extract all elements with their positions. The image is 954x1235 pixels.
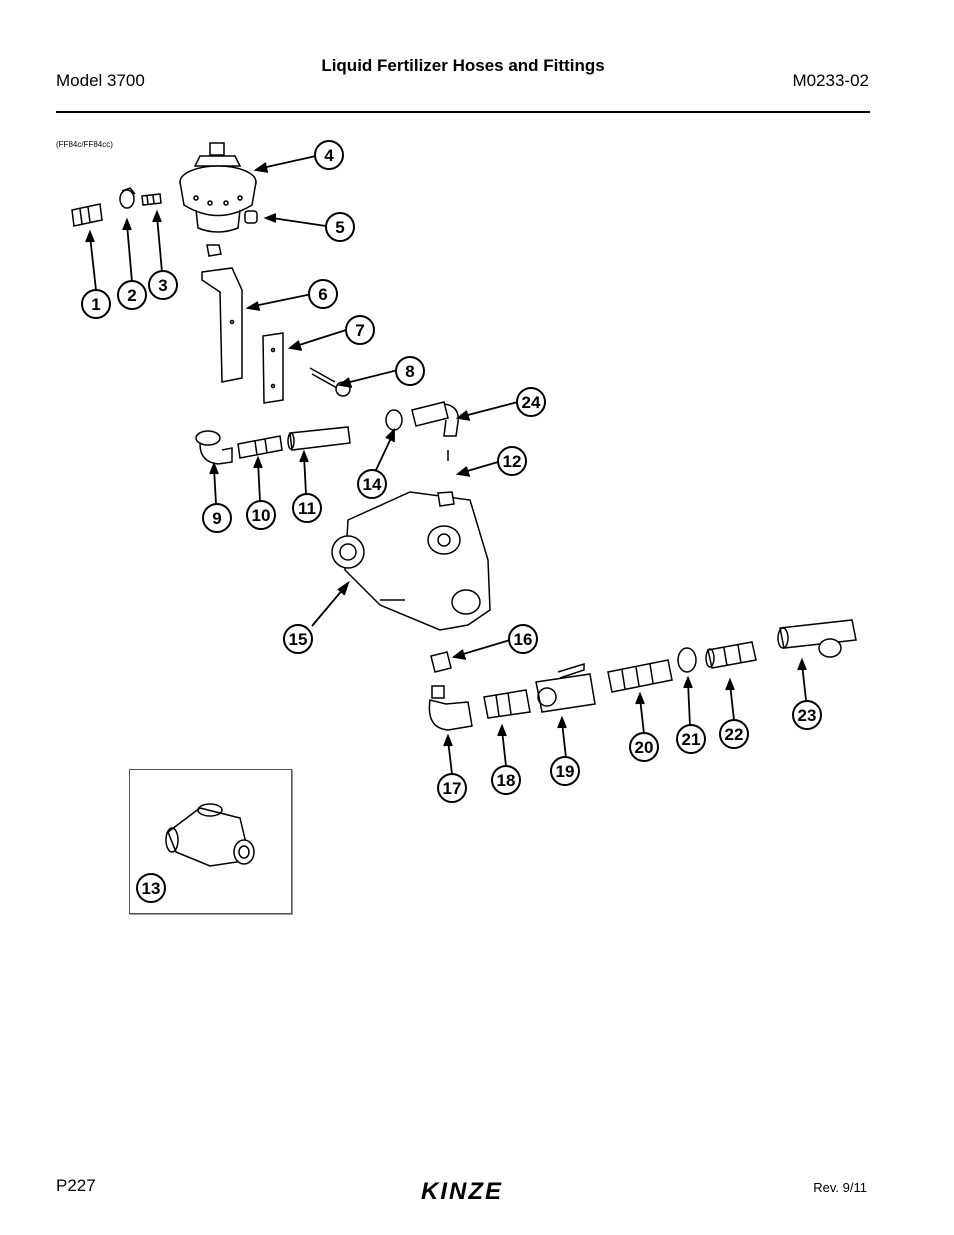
callouts: 1 2 3 4 5 6 7 8 9 10 11 12 13 14 15 16 1…	[81, 140, 822, 903]
callout-21-label: 21	[682, 730, 701, 749]
callout-20-label: 20	[635, 738, 654, 757]
callout-8-label: 8	[405, 362, 414, 381]
callout-5: 5	[325, 212, 355, 242]
part-9-elbow	[195, 430, 233, 465]
callout-9-label: 9	[212, 509, 221, 528]
callout-19-label: 19	[556, 762, 575, 781]
callout-13-label: 13	[142, 879, 161, 898]
part-5-plug	[244, 210, 258, 224]
part-17-elbow	[428, 685, 473, 731]
leader-arrows	[85, 155, 807, 775]
callout-2: 2	[117, 280, 147, 310]
callout-23-label: 23	[798, 706, 817, 725]
part-drawings	[71, 142, 857, 867]
callout-7-label: 7	[355, 321, 364, 340]
part-22-screen	[705, 641, 757, 669]
callout-18: 18	[491, 765, 521, 795]
callout-4: 4	[314, 140, 344, 170]
part-4-manifold	[179, 142, 257, 233]
part-18-coupling	[483, 689, 531, 719]
callout-12-label: 12	[503, 452, 522, 471]
part-7-strap	[262, 332, 284, 404]
callout-14-label: 14	[363, 475, 382, 494]
callout-8: 8	[395, 356, 425, 386]
callout-6-label: 6	[318, 285, 327, 304]
callout-7: 7	[345, 315, 375, 345]
callout-12: 12	[497, 446, 527, 476]
callout-22: 22	[719, 719, 749, 749]
callout-13: 13	[136, 873, 166, 903]
part-13-strainer	[165, 803, 255, 867]
callout-2-label: 2	[127, 286, 136, 305]
callout-10-label: 10	[252, 506, 271, 525]
part-23-tee	[777, 619, 857, 658]
callout-1: 1	[81, 289, 111, 319]
callout-21: 21	[676, 724, 706, 754]
callout-24-label: 24	[522, 393, 541, 412]
callout-3-label: 3	[158, 276, 167, 295]
callout-24: 24	[516, 387, 546, 417]
callout-14: 14	[357, 469, 387, 499]
part-1-hose	[71, 203, 103, 227]
part-16-nut	[430, 651, 452, 673]
callout-16-label: 16	[514, 630, 533, 649]
part-3-fitting	[141, 193, 162, 206]
callout-15-label: 15	[289, 630, 308, 649]
callout-1-label: 1	[91, 295, 100, 314]
page-title: Liquid Fertilizer Hoses and Fittings	[321, 56, 605, 75]
part-2-clamp	[119, 187, 136, 209]
part-19-valve	[535, 662, 596, 713]
kinze-logo: KINZE	[404, 1178, 520, 1205]
callout-5-label: 5	[335, 218, 344, 237]
part-20-barb	[607, 659, 673, 693]
callout-9: 9	[202, 503, 232, 533]
callout-15: 15	[283, 624, 313, 654]
figure-code: (FF84c/FF84cc)	[56, 140, 113, 149]
callout-22-label: 22	[725, 725, 744, 744]
page-number: P227	[56, 1176, 96, 1195]
callout-11: 11	[292, 493, 322, 523]
doc-number: M0233-02	[792, 71, 869, 90]
callout-16: 16	[508, 624, 538, 654]
header-rule	[56, 111, 870, 113]
logo-wordmark: KINZE	[421, 1178, 503, 1205]
part-21-clamp	[677, 647, 697, 673]
part-14-clamp	[385, 409, 403, 431]
callout-6: 6	[308, 279, 338, 309]
part-6-bracket	[201, 267, 243, 383]
revision-label: Rev. 9/11	[813, 1180, 867, 1195]
callout-17: 17	[437, 773, 467, 803]
callout-17-label: 17	[443, 779, 462, 798]
part-15-pump	[331, 491, 491, 631]
callout-23: 23	[792, 700, 822, 730]
inset-box-strainer	[129, 769, 292, 914]
callout-18-label: 18	[497, 771, 516, 790]
part-nut	[206, 244, 222, 257]
callout-11-label: 11	[298, 499, 316, 518]
callout-19: 19	[550, 756, 580, 786]
callout-20: 20	[629, 732, 659, 762]
model-label: Model 3700	[56, 71, 145, 90]
part-11-hose	[287, 426, 351, 451]
callout-4-label: 4	[324, 146, 334, 165]
part-10-adapter	[237, 435, 283, 459]
callout-3: 3	[148, 270, 178, 300]
part-24-elbow	[411, 401, 459, 437]
callout-10: 10	[246, 500, 276, 530]
